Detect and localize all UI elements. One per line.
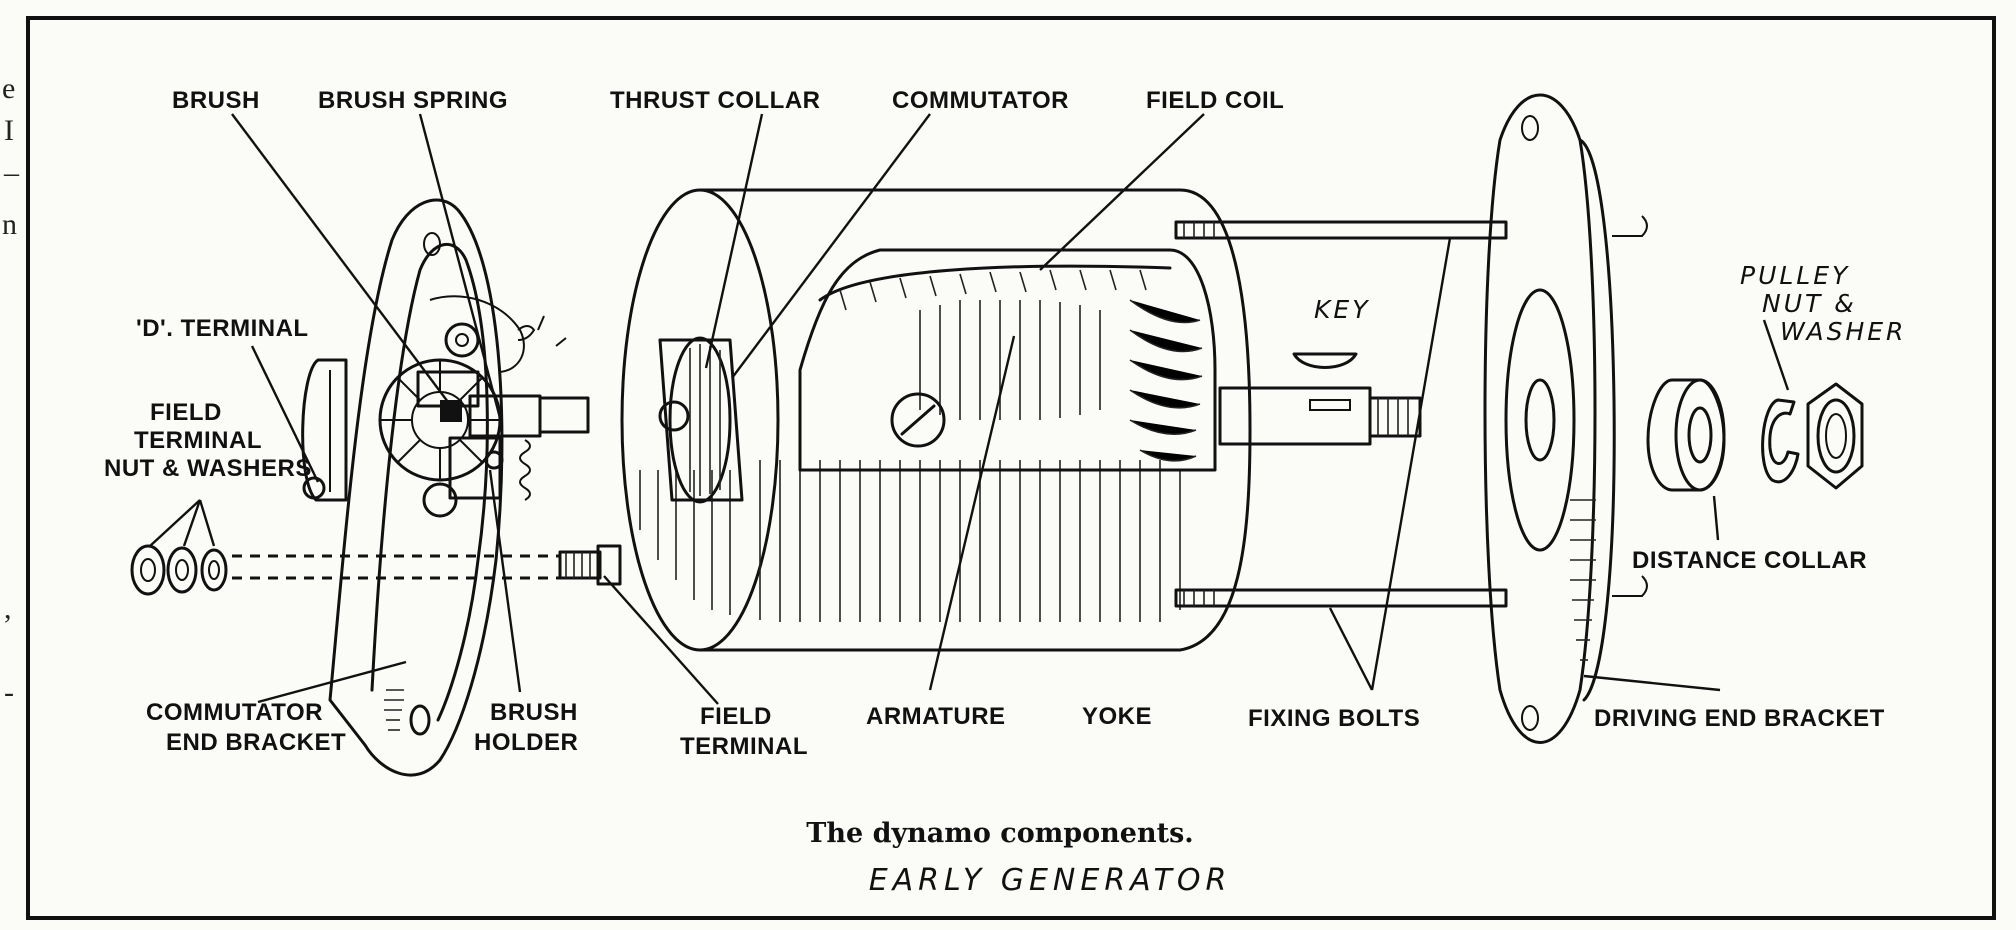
assembly-dashed-lines [232,554,560,580]
label-fixing-bolts: FIXING BOLTS [1248,705,1420,732]
label-pulley-3: WASHER [1780,317,1906,346]
caption: The dynamo components. [806,818,1193,849]
part-labels: BRUSH BRUSH SPRING THRUST COLLAR COMMUTA… [104,87,1906,760]
label-yoke: YOKE [1082,703,1152,730]
label-armature: ARMATURE [866,703,1006,730]
svg-text:I: I [4,114,14,147]
label-brush-holder-1: BRUSH [490,699,578,726]
end-windings [1129,299,1203,462]
label-thrust-collar: THRUST COLLAR [610,87,820,114]
leader-lines [149,113,1790,705]
label-commutator: COMMUTATOR [892,87,1069,114]
svg-text:-: - [4,676,14,709]
commutator-end-bracket [301,198,504,777]
label-field-terminal-nut-1: FIELD [150,399,222,426]
label-d-terminal: 'D'. TERMINAL [136,315,309,342]
label-distance-collar: DISTANCE COLLAR [1632,547,1867,574]
driving-end-bracket [1483,93,1648,744]
label-commutator-end-bracket-1: COMMUTATOR [146,699,323,726]
svg-text:,: , [4,592,12,625]
label-brush: BRUSH [172,87,260,114]
label-field-terminal-nut-2: TERMINAL [134,427,262,454]
pulley-parts [1646,378,1864,492]
label-pulley-1: PULLEY [1740,261,1850,290]
label-field-terminal-2: TERMINAL [680,733,808,760]
terminal-washers [130,544,228,596]
brush-gear [416,295,590,518]
armature-slots [919,300,1101,420]
fixing-bolts [1174,220,1508,608]
handwritten-caption: EARLY GENERATOR [869,863,1232,898]
label-pulley-2: NUT & [1762,289,1857,318]
diagram-frame [26,16,1996,920]
yoke-body [558,188,1252,652]
yoke-hatching [639,460,1181,622]
label-brush-holder-2: HOLDER [474,729,578,756]
label-brush-spring: BRUSH SPRING [318,87,508,114]
label-field-terminal-1: FIELD [700,703,772,730]
label-field-coil: FIELD COIL [1146,87,1284,114]
page-edge-fragments: e I – n , - [2,72,20,709]
label-driving-end-bracket: DRIVING END BRACKET [1594,705,1885,732]
label-field-terminal-nut-3: NUT & WASHERS [104,455,312,482]
svg-text:n: n [2,208,17,241]
svg-text:e: e [2,72,15,105]
svg-text:–: – [3,156,20,189]
label-key: KEY [1314,295,1370,324]
label-commutator-end-bracket-2: END BRACKET [166,729,346,756]
